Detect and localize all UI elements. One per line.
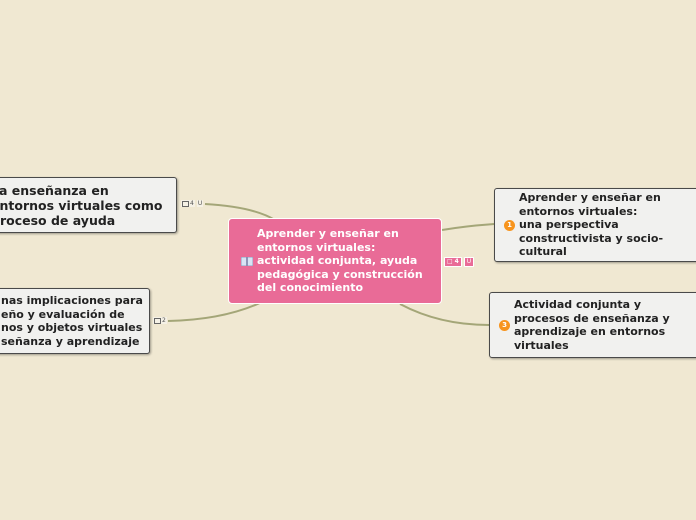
priority-3-icon: 3 <box>499 319 510 331</box>
topic-text: Aprender y enseñar en entornos virtuales… <box>519 191 664 259</box>
link-icon[interactable]: U <box>196 200 204 207</box>
central-topic[interactable]: Aprender y enseñar en entornos virtuales… <box>228 218 442 304</box>
central-topic-text: Aprender y enseñar en entornos virtuales… <box>257 227 423 295</box>
notes-count-badge[interactable]: □ 4 <box>444 257 462 267</box>
left-top-badges[interactable]: 4 U <box>181 200 204 207</box>
book-icon <box>241 256 253 266</box>
topic-text: Actividad conjunta y procesos de enseñan… <box>514 298 670 352</box>
left-bottom-badges[interactable]: 2 <box>153 317 167 324</box>
notes-icon <box>182 200 189 207</box>
topic-text: nas implicaciones para eño y evaluación … <box>1 294 143 348</box>
priority-1-icon: 1 <box>504 219 515 231</box>
topic-left-top[interactable]: La enseñanza en entornos virtuales como … <box>0 177 177 233</box>
central-badges[interactable]: □ 4 U <box>444 257 475 267</box>
topic-right-bottom[interactable]: 3 Actividad conjunta y procesos de enseñ… <box>489 292 696 358</box>
topic-left-bottom[interactable]: nas implicaciones para eño y evaluación … <box>0 288 150 354</box>
link-icon[interactable]: U <box>463 257 475 267</box>
notes-icon <box>154 317 161 324</box>
topic-text: La enseñanza en entornos virtuales como … <box>0 182 163 228</box>
topic-right-top[interactable]: 1 Aprender y enseñar en entornos virtual… <box>494 188 696 262</box>
